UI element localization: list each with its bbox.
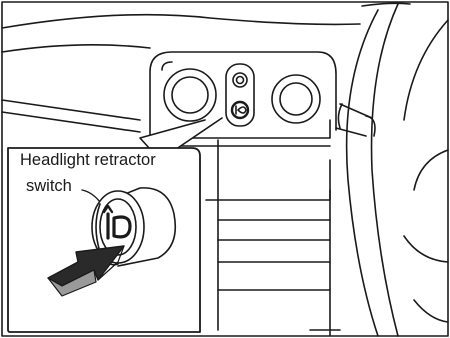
steering-wheel (347, 3, 448, 336)
center-console (206, 140, 340, 335)
steering-stalk (336, 104, 375, 136)
callout-label-line2: switch (26, 177, 72, 196)
callout-label-line1: Headlight retractor (20, 151, 156, 170)
dashboard-top-lines (2, 15, 360, 132)
